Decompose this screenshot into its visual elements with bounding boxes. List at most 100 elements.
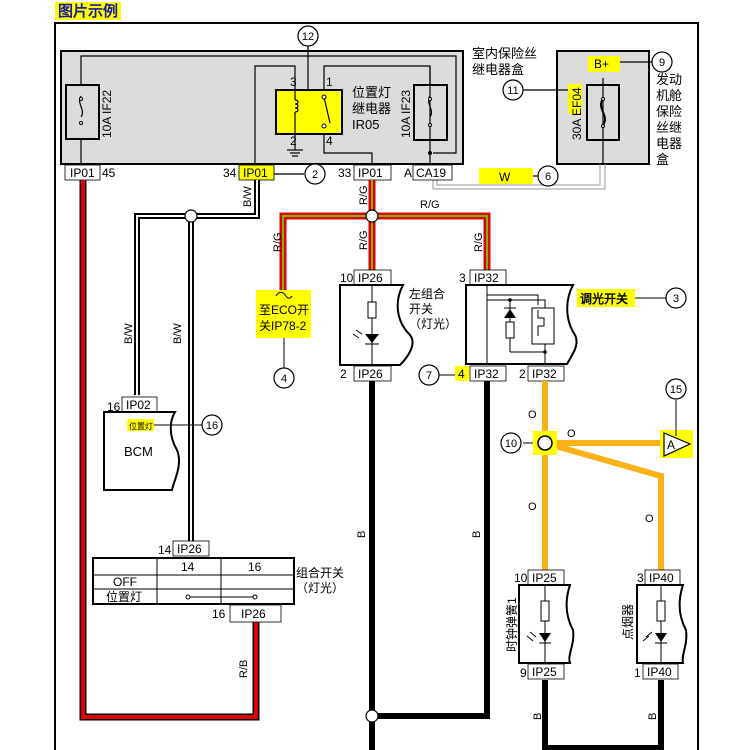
callout-2: 2 [304,163,326,185]
combo-switch-table: 14 IP26 14 16 OFF 位置灯 16 IP26 [92,540,295,623]
svg-text:1: 1 [634,666,641,680]
engine-fuse-box-label: 发动 机舱 保险 丝继 电器 盒 [656,72,682,167]
callout-10: 10 [500,432,522,454]
connector-ca19: A CA19 [404,164,453,181]
svg-text:16: 16 [212,607,226,621]
wire-b [365,381,664,750]
svg-text:12: 12 [302,31,314,43]
svg-text:A: A [667,438,675,452]
wire-bw-label-2: B/W [123,323,135,344]
wire-w-label: W [499,170,511,184]
interior-fuse-box-label: 室内保险丝 [472,46,537,61]
relay-pin-2: 2 [290,134,297,148]
svg-text:至ECO开: 至ECO开 [259,303,309,317]
svg-text:14: 14 [158,543,172,557]
combo-switch-label: 组合开关 [296,565,344,580]
svg-text:33: 33 [338,166,352,180]
svg-text:盒: 盒 [656,152,669,167]
callout-9: 9 [651,51,673,73]
relay-coil-icon [294,99,299,113]
svg-text:丝继: 丝继 [656,120,682,135]
wire-rg-label: R/G [358,185,370,205]
wire-o-label-3: O [528,501,537,513]
svg-text:3: 3 [637,571,644,585]
svg-text:IP26: IP26 [358,367,383,381]
svg-text:IP01: IP01 [358,166,383,180]
svg-text:4: 4 [458,367,465,381]
wire-rg-label-5: R/G [473,232,485,252]
relay-pin-3: 3 [290,75,297,89]
bcm-module: 16 IP02 位置灯 BCM [103,396,202,491]
wire-rg [279,180,491,290]
svg-text:14: 14 [181,560,195,574]
svg-text:IP01: IP01 [243,166,268,180]
svg-text:A: A [404,166,412,180]
svg-text:IP26: IP26 [241,607,266,621]
relay-pin-4: 4 [326,134,333,148]
svg-text:位置灯: 位置灯 [106,589,142,604]
svg-text:机舱: 机舱 [656,88,682,103]
svg-text:IP02: IP02 [126,398,151,412]
relay-switch-icon [323,96,331,124]
svg-text:34: 34 [223,166,237,180]
fuse-if23-label: 10A IF23 [399,90,413,138]
clock-spring-label: 时钟弹簧1 [504,597,519,652]
wire-b-label-2: B [471,531,483,538]
connector-ip01-33: 33 IP01 [338,164,392,181]
svg-text:6: 6 [545,171,551,183]
svg-text:电器: 电器 [656,136,682,151]
relay-ir05 [275,89,343,135]
svg-text:位置灯: 位置灯 [129,421,153,431]
svg-text:15: 15 [670,384,682,396]
callout-16: 16 [201,414,223,436]
wire-bw-label-3: B/W [172,323,184,344]
wire-rb-label: R/B [238,660,250,678]
svg-text:11: 11 [507,85,518,97]
svg-text:10: 10 [505,438,517,450]
svg-text:2: 2 [519,367,526,381]
callout-3: 3 [665,287,687,309]
wire-rg-label-3: R/G [358,230,370,250]
relay-name-2: 继电器 [352,101,391,116]
svg-text:16: 16 [107,400,121,414]
dimmer-switch: 3 IP32 4 IP32 2 IP32 [437,269,578,382]
connector-ip01-34: 34 IP01 [223,164,304,181]
svg-text:IP25: IP25 [532,571,557,585]
connector-ip01-45: IP01 45 [64,164,116,181]
fuse-if22-label: 10A IF22 [100,90,114,138]
svg-text:2: 2 [340,367,347,381]
wire-rb [79,180,260,721]
svg-text:10: 10 [340,271,354,285]
svg-text:OFF: OFF [113,575,137,589]
svg-text:IP01: IP01 [70,166,95,180]
svg-text:7: 7 [426,370,432,382]
svg-text:IP40: IP40 [647,665,672,679]
page-title: 图片示例 [55,2,122,20]
svg-text:3: 3 [673,293,679,305]
engine-fuse-box: B+ 30A EF04 [523,50,652,165]
relay-pin-1: 1 [326,75,333,89]
svg-text:9: 9 [520,666,527,680]
left-combo-switch-label-3: （灯光） [409,317,457,331]
wire-o-label-4: O [645,513,654,525]
cigarette-lighter-label: 点烟器 [621,604,635,640]
interior-fuse-box: 10A IF22 3 1 2 4 位置灯 继电器 IR05 10A IF23 [60,32,464,165]
fuse-ef04-label: 30A EF04 [570,87,584,140]
diagram-frame [54,22,699,750]
svg-text:16: 16 [206,420,218,432]
wire-rg-label-2: R/G [420,199,440,211]
svg-text:IP26: IP26 [177,542,202,556]
wire-o [533,381,664,570]
svg-text:IP40: IP40 [649,571,674,585]
svg-text:发动: 发动 [656,72,682,87]
wire-bw-label: B/W [242,186,254,207]
svg-text:10: 10 [514,571,528,585]
callout-12: 12 [297,25,319,47]
cigarette-lighter-module: 3 IP40 1 IP40 [634,569,688,680]
callout-11: 11 [502,79,524,101]
svg-text:16: 16 [248,560,262,574]
wire-bw [134,180,260,543]
svg-text:IP32: IP32 [474,271,499,285]
wire-o-label-2: O [567,428,576,440]
svg-text:IP25: IP25 [532,665,557,679]
